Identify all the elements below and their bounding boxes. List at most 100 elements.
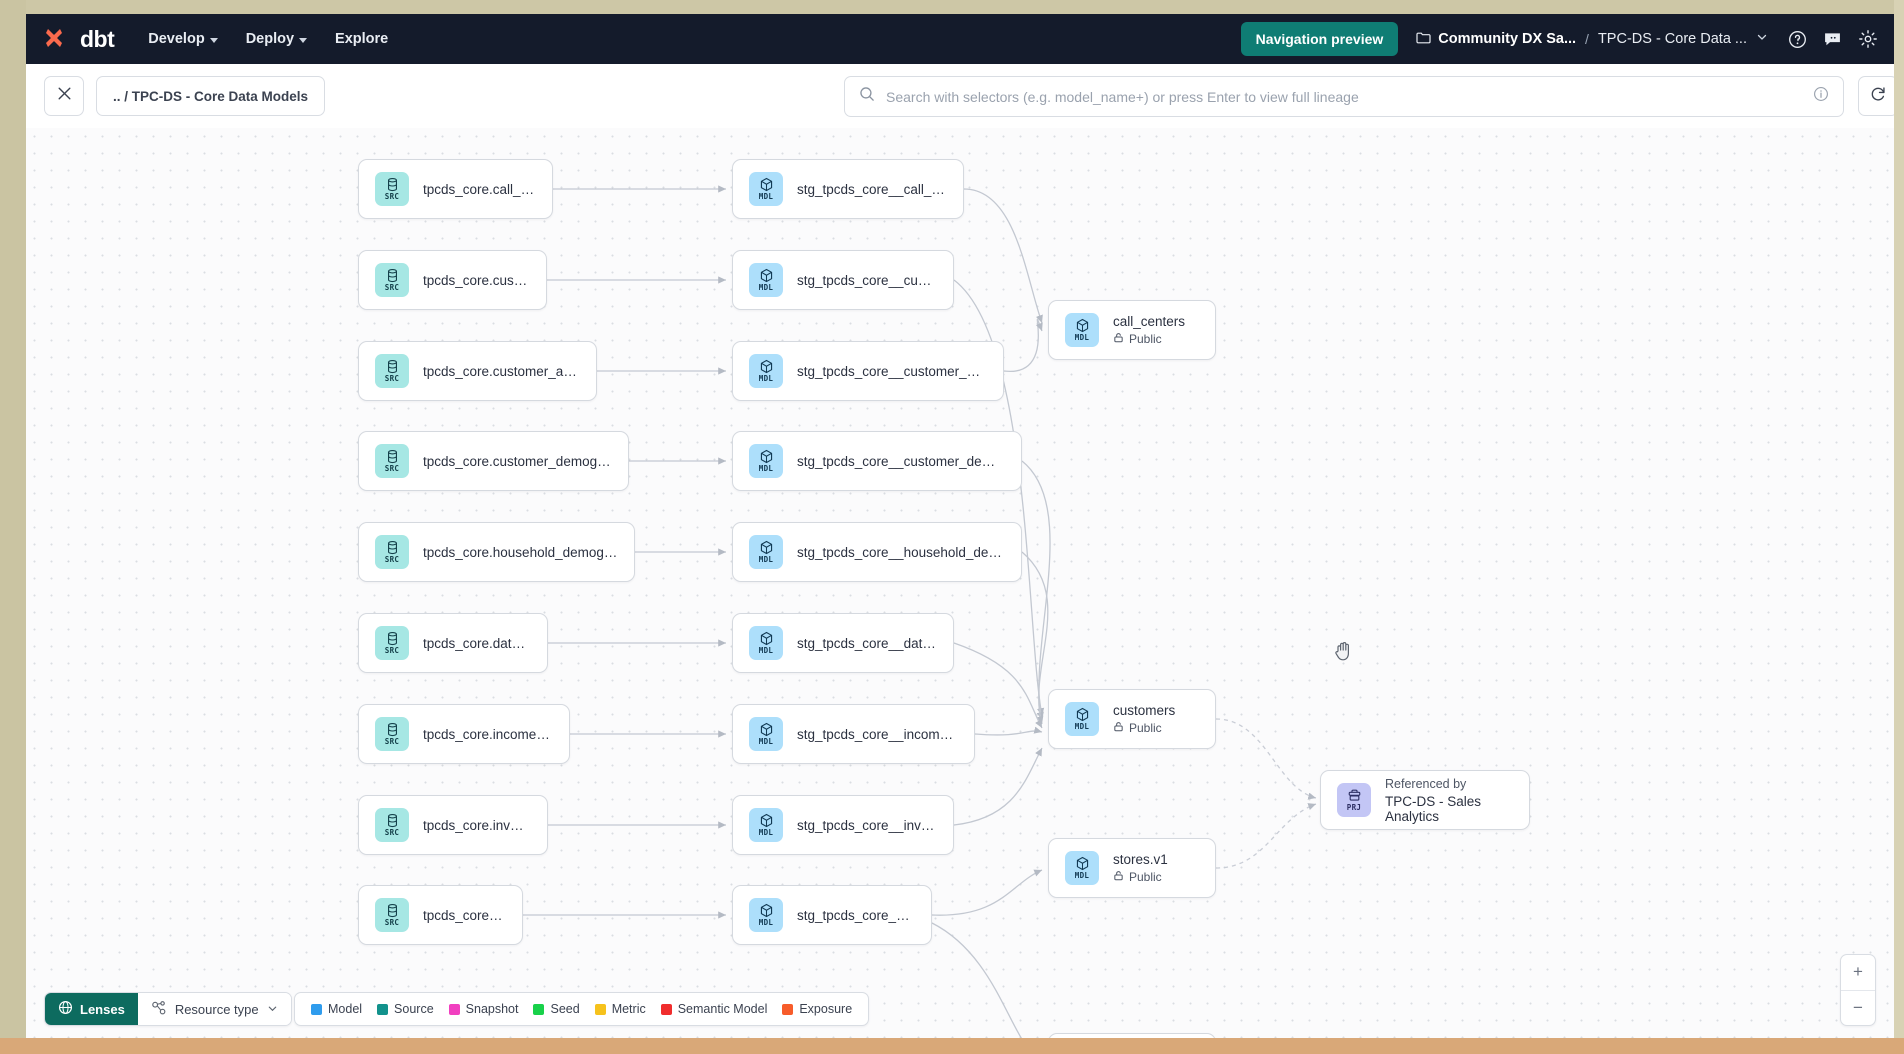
node-type-label: SRC <box>384 283 400 292</box>
search-bar[interactable] <box>844 76 1844 117</box>
nav-item-develop-label: Develop <box>148 31 205 47</box>
node-access-label: Public <box>1129 721 1162 735</box>
navigation-preview-button[interactable]: Navigation preview <box>1240 22 1399 56</box>
node-title: stg_tpcds_core__customer <box>797 272 937 288</box>
node-type-badge-mdl: MDL <box>749 535 783 569</box>
node-type-label: MDL <box>758 828 774 837</box>
legend-item-source[interactable]: Source <box>377 1002 434 1016</box>
dbt-brand[interactable]: dbt <box>44 26 115 53</box>
breadcrumb-separator: / <box>1585 31 1589 47</box>
node-type-badge-src: SRC <box>375 444 409 478</box>
close-button[interactable] <box>44 76 84 116</box>
node-type-badge-mdl: MDL <box>749 808 783 842</box>
node-type-badge-mdl: MDL <box>749 717 783 751</box>
node-type-label: SRC <box>384 464 400 473</box>
node-type-badge-src: SRC <box>375 808 409 842</box>
database-icon <box>385 903 400 918</box>
legend-item-model[interactable]: Model <box>311 1002 362 1016</box>
resource-type-dropdown[interactable]: Resource type <box>137 993 291 1025</box>
lineage-graph-canvas[interactable]: SRCtpcds_core.call_centerSRCtpcds_core.c… <box>26 128 1894 1038</box>
graph-node-src-inventory[interactable]: SRC tpcds_core.inventory <box>358 795 548 855</box>
zoom-out-button[interactable]: − <box>1841 989 1875 1026</box>
help-circle-icon[interactable] <box>1788 30 1807 49</box>
graph-node-src-customer-demo[interactable]: SRC tpcds_core.customer_demographics <box>358 431 629 491</box>
lineage-edges <box>523 185 1317 1038</box>
node-type-label: MDL <box>758 283 774 292</box>
refresh-button[interactable] <box>1858 76 1894 116</box>
nav-item-deploy[interactable]: Deploy <box>246 31 308 47</box>
database-icon <box>385 813 400 828</box>
node-type-badge-src: SRC <box>375 263 409 297</box>
node-title: stg_tpcds_core__income_band <box>797 726 958 742</box>
graph-node-src-date-dim[interactable]: SRC tpcds_core.date_dim <box>358 613 548 673</box>
lock-open-icon <box>1113 332 1124 346</box>
nav-icon-group <box>1788 29 1878 49</box>
node-type-badge-mdl: MDL <box>749 444 783 478</box>
node-type-badge-mdl: MDL <box>1065 313 1099 347</box>
feedback-chat-icon[interactable] <box>1823 30 1842 49</box>
breadcrumb-project[interactable]: TPC-DS - Core Data ... <box>1597 31 1747 47</box>
legend-label: Semantic Model <box>677 1002 768 1016</box>
search-input[interactable] <box>886 88 1802 105</box>
info-circle-icon[interactable] <box>1813 86 1829 107</box>
breadcrumb-chevron-down-icon[interactable] <box>1756 30 1768 48</box>
node-title: tpcds_core.customer_address <box>423 363 580 379</box>
node-type-label: MDL <box>758 918 774 927</box>
node-type-badge-mdl: MDL <box>749 172 783 206</box>
legend-item-seed[interactable]: Seed <box>533 1002 580 1016</box>
zoom-in-button[interactable]: + <box>1853 962 1863 982</box>
legend-item-semantic-model[interactable]: Semantic Model <box>660 1002 768 1016</box>
breadcrumb-account[interactable]: Community DX Sa... <box>1416 31 1576 48</box>
graph-node-mdl-stg-customer[interactable]: MDL stg_tpcds_core__customer <box>732 250 954 310</box>
legend-item-snapshot[interactable]: Snapshot <box>448 1002 518 1016</box>
gear-icon[interactable] <box>1858 29 1878 49</box>
graph-node-src-customer[interactable]: SRC tpcds_core.customer <box>358 250 547 310</box>
lenses-button[interactable]: Lenses <box>45 993 138 1025</box>
cube-icon <box>1075 856 1090 871</box>
nav-item-develop[interactable]: Develop <box>148 31 218 47</box>
node-title: tpcds_core.income_band <box>423 726 553 742</box>
legend-item-exposure[interactable]: Exposure <box>782 1002 852 1016</box>
node-type-label: MDL <box>758 646 774 655</box>
lineage-breadcrumb-button[interactable]: .. / TPC-DS - Core Data Models <box>96 76 326 116</box>
cube-icon <box>1075 707 1090 722</box>
graph-node-mdl-stg-household[interactable]: MDLstg_tpcds_core__household_demogr… <box>732 522 1022 582</box>
nav-item-explore[interactable]: Explore <box>335 31 388 47</box>
node-labels: tpcds_core.customer <box>423 273 530 288</box>
node-title: tpcds_core.customer <box>423 272 530 288</box>
graph-node-mdl-stg-income-band[interactable]: MDL stg_tpcds_core__income_band <box>732 704 975 764</box>
legend-label: Seed <box>550 1002 580 1016</box>
node-type-badge-mdl: MDL <box>1065 702 1099 736</box>
cube-icon <box>759 631 774 646</box>
node-type-label: SRC <box>384 646 400 655</box>
node-labels: tpcds_core.inventory <box>423 818 531 833</box>
chevron-down-icon <box>209 37 218 43</box>
node-labels: tpcds_core.household_demographics <box>423 545 618 560</box>
node-title: tpcds_core.customer_demographics <box>423 453 612 469</box>
node-labels: tpcds_core.income_band <box>423 727 553 742</box>
grab-hand-cursor-icon <box>1334 639 1356 663</box>
database-icon <box>385 631 400 646</box>
node-type-badge-mdl: MDL <box>749 898 783 932</box>
graph-node-mdl-stg-customer-demo[interactable]: MDLstg_tpcds_core__customer_demogra… <box>732 431 1022 491</box>
node-title: tpcds_core.date_dim <box>423 635 531 651</box>
refresh-icon <box>1869 85 1887 108</box>
legend-item-metric[interactable]: Metric <box>594 1002 646 1016</box>
os-right-edge <box>1894 0 1904 1054</box>
nodes-icon <box>151 1000 167 1019</box>
